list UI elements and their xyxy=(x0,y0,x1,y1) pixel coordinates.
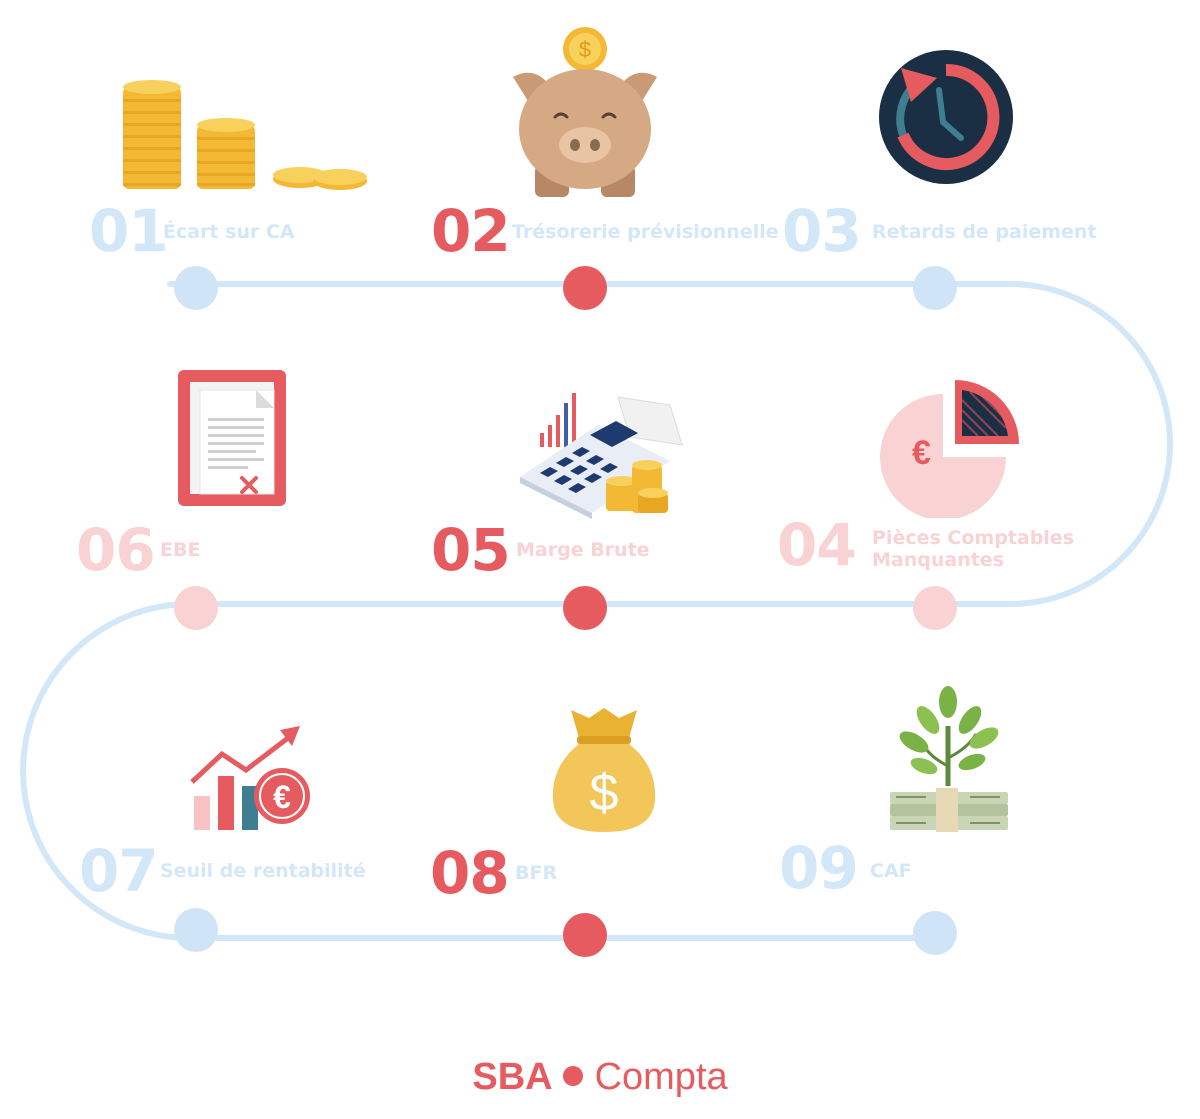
brand-suffix: Compta xyxy=(594,1056,728,1098)
step-07-node xyxy=(174,908,218,952)
step-09-number: 09 xyxy=(779,834,859,902)
step-03-label: Retards de paiement xyxy=(872,221,1097,243)
step-01-number: 01 xyxy=(89,197,169,265)
step-02-number: 02 xyxy=(431,197,511,265)
step-03-node xyxy=(913,266,957,310)
step-08-node xyxy=(563,913,607,957)
step-08-number: 08 xyxy=(430,839,510,907)
calculator-coins-icon xyxy=(520,393,683,519)
step-07-label: Seuil de rentabilité xyxy=(160,860,366,882)
coin-stacks-icon xyxy=(123,80,367,190)
step-07-number: 07 xyxy=(79,837,159,905)
brand-name: SBA xyxy=(472,1056,553,1098)
euro-pie-chart-icon: € xyxy=(880,380,1019,518)
piggy-bank-icon: $ xyxy=(513,27,657,197)
document-cross-icon xyxy=(178,370,286,506)
step-05-label: Marge Brute xyxy=(516,539,650,561)
svg-text:$: $ xyxy=(579,37,591,62)
step-04-node xyxy=(913,586,957,630)
svg-text:$: $ xyxy=(590,764,619,822)
svg-text:€: € xyxy=(273,779,291,815)
step-06-number: 06 xyxy=(76,516,156,584)
step-01-label: Écart sur CA xyxy=(163,221,295,243)
step-03-number: 03 xyxy=(782,197,862,265)
growth-chart-euro-icon: € xyxy=(190,726,310,830)
money-bag-icon: $ xyxy=(552,708,656,832)
step-04-label: Pièces Comptables xyxy=(872,527,1075,549)
step-05-node xyxy=(563,586,607,630)
step-09-node xyxy=(913,911,957,955)
step-02-label: Trésorerie prévisionnelle xyxy=(512,221,779,243)
step-04-number: 04 xyxy=(777,511,857,579)
step-06-label: EBE xyxy=(160,539,201,561)
step-05-number: 05 xyxy=(431,516,511,584)
brand-dot xyxy=(562,1065,583,1086)
step-04-label-line2: Manquantes xyxy=(872,549,1005,571)
svg-text:€: € xyxy=(912,434,931,472)
brand-logo: SBA Compta xyxy=(0,1055,1200,1099)
clock-history-icon xyxy=(879,50,1013,184)
step-01-node xyxy=(174,266,218,310)
money-plant-icon xyxy=(890,686,1008,832)
step-06-node xyxy=(174,586,218,630)
step-08-label: BFR xyxy=(515,862,558,884)
step-09-label: CAF xyxy=(870,860,912,882)
step-02-node xyxy=(563,266,607,310)
